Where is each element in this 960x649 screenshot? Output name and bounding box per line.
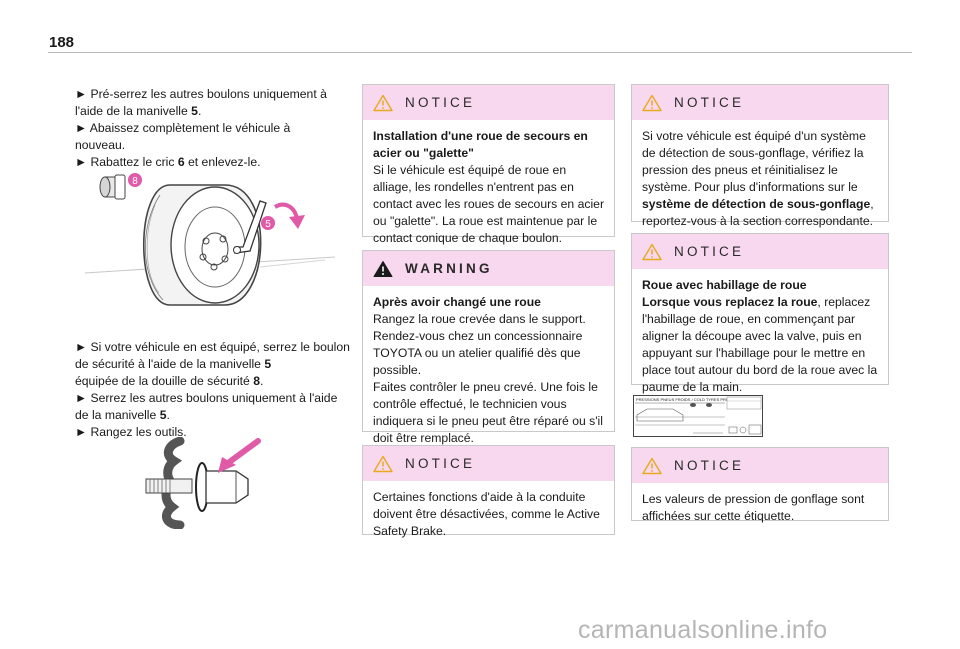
notice-title: NOTICE — [674, 244, 745, 259]
wheel-crank-illustration: 8 5 — [84, 173, 336, 306]
notice-title: NOTICE — [674, 458, 745, 473]
label-header: PRESSIONS PNEUS FROIDS / COLD TYRES PRES… — [636, 397, 745, 402]
top-rule — [48, 52, 912, 53]
step-2: ► Abaissez complètement le véhicule à no… — [75, 121, 291, 152]
callout-5: 5 — [265, 219, 271, 230]
step-6: ► Rangez les outils. — [75, 425, 187, 439]
callout-8: 8 — [132, 176, 138, 187]
warning-title: WARNING — [405, 261, 493, 276]
instructions-block-2: ► Si votre véhicule en est équipé, serre… — [75, 339, 350, 441]
tyre-pressure-label-illustration: PRESSIONS PNEUS FROIDS / COLD TYRES PRES… — [633, 395, 763, 437]
step-1: ► Pré-serrez les autres boulons uniqueme… — [75, 87, 327, 118]
warning-triangle-outline-icon — [642, 243, 662, 260]
step-5: ► Serrez les autres boulons uniquement à… — [75, 391, 338, 422]
warning-heading: Après avoir changé une roue — [373, 295, 541, 309]
notice-body: Si le véhicule est équipé de roue en all… — [373, 163, 605, 245]
notice-body: Lorsque vous replacez la roue, replacez … — [642, 295, 878, 394]
warning-triangle-outline-icon — [373, 94, 393, 111]
notice-header: NOTICE — [632, 85, 888, 120]
notice-header: NOTICE — [632, 448, 888, 483]
warning-box-after-wheel-change: WARNING Après avoir changé une roue Rang… — [362, 250, 615, 445]
security-bolt-illustration — [145, 437, 261, 529]
notice-header: NOTICE — [363, 85, 614, 120]
instructions-block-1: ► Pré-serrez les autres boulons uniqueme… — [75, 86, 343, 171]
notice-header: NOTICE — [363, 446, 614, 481]
notice-box-pressure-values: NOTICE Les valeurs de pression de gonfla… — [631, 447, 889, 523]
notice-box-spare-wheel: NOTICE Installation d'une roue de secour… — [362, 84, 615, 245]
notice-header: NOTICE — [632, 234, 888, 269]
notice-heading: Roue avec habillage de roue — [642, 278, 807, 292]
warning-triangle-outline-icon — [642, 94, 662, 111]
step-3: ► Rabattez le cric 6 et enlevez-le. — [75, 155, 261, 169]
notice-title: NOTICE — [405, 95, 476, 110]
warning-body-2: Faites contrôler le pneu crevé. Une fois… — [373, 380, 603, 445]
warning-body: Rangez la roue crevée dans le support. R… — [373, 312, 586, 377]
notice-box-wheel-trim: NOTICE Roue avec habillage de roue Lorsq… — [631, 233, 889, 394]
notice-body: Si votre véhicule est équipé d'un systèm… — [642, 129, 874, 228]
notice-title: NOTICE — [674, 95, 745, 110]
notice-title: NOTICE — [405, 456, 476, 471]
notice-box-driving-aids: NOTICE Certaines fonctions d'aide à la c… — [362, 445, 615, 538]
notice-heading: Installation d'une roue de secours en ac… — [373, 129, 588, 160]
warning-triangle-outline-icon — [642, 457, 662, 474]
notice-box-underinflation: NOTICE Si votre véhicule est équipé d'un… — [631, 84, 889, 228]
warning-triangle-filled-icon — [373, 260, 393, 277]
notice-body: Les valeurs de pression de gonflage sont… — [642, 492, 865, 523]
watermark-text: carmanualsonline.info — [578, 616, 828, 644]
step-4b: équipée de la douille de sécurité 8. — [75, 374, 264, 388]
step-4: ► Si votre véhicule en est équipé, serre… — [75, 340, 350, 371]
warning-triangle-outline-icon — [373, 455, 393, 472]
warning-header: WARNING — [363, 251, 614, 286]
notice-body: Certaines fonctions d'aide à la conduite… — [373, 490, 600, 538]
page-number: 188 — [49, 34, 75, 51]
